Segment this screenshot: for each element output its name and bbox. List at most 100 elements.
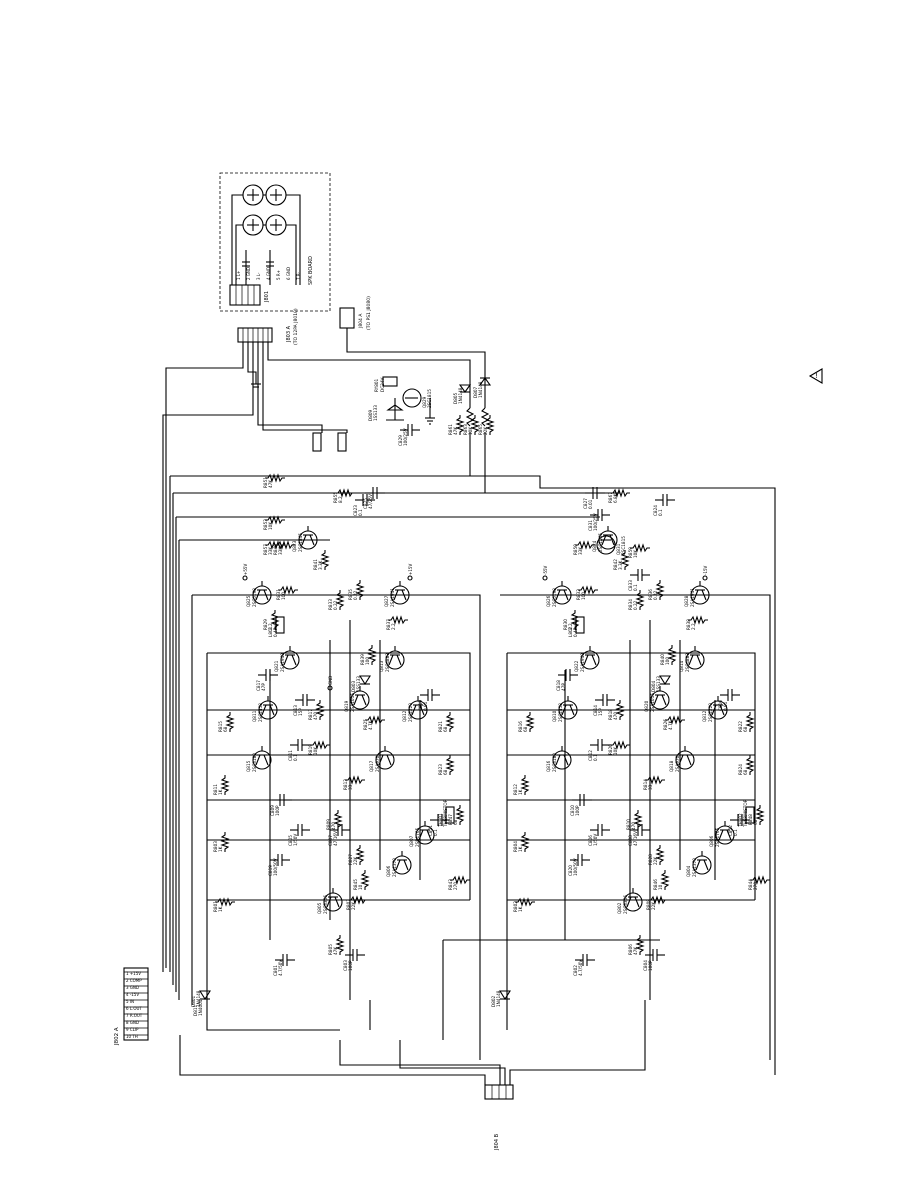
ch-b-resistor-val: 100 xyxy=(581,592,586,600)
ch-a-resistor-val: 33 xyxy=(348,784,353,790)
spk-pin-label: 1 L+ xyxy=(236,271,241,280)
prot-resistor-val: 33K xyxy=(268,547,273,555)
ch-a-resistor-val: 0.22 xyxy=(353,590,358,600)
ch-a-resistor-val: 100 xyxy=(281,592,286,600)
ch-a-resistor-ref: R811 xyxy=(213,784,218,795)
ch-a-resistor-val: 2.2 xyxy=(391,623,396,630)
prot-capacitor-val: 0.01 xyxy=(588,499,593,509)
ch-b-transistor-part: 2SA970 xyxy=(675,755,680,772)
ch-a-resistor-ref: R807 xyxy=(346,899,351,910)
ch-a-capacitor-ref: C809 xyxy=(270,805,275,816)
ch-b-resistor-val: 3.3K xyxy=(618,560,623,570)
supply-terminal xyxy=(407,575,413,581)
ch-b-transistor-part: 2SC4883 xyxy=(685,653,690,672)
ch-a-capacitor-ref: C817 xyxy=(256,680,261,691)
ch-b-part-ref: L802 xyxy=(568,626,573,637)
ch-a-capacitor-val: 0.1 xyxy=(293,754,298,761)
ch-a-resistor-ref: R821 xyxy=(438,721,443,732)
ch-a-transistor-ref: Q825 xyxy=(246,595,251,607)
ch-a-resistor-val: 10 xyxy=(358,884,363,890)
ch-b-resistor-ref: R804 xyxy=(513,841,518,852)
ch-b-capacitor-val: 0.1 xyxy=(733,829,738,836)
ch-b-capacitor-val: 4.7/50V xyxy=(578,960,583,976)
ch-a-resistor-val: 2.2 xyxy=(268,623,273,630)
prot-diode-ref: D809 xyxy=(368,409,373,421)
ch-a-part-ref: L801 xyxy=(268,626,273,637)
ch-b-resistor-val: 4.7K xyxy=(668,720,673,730)
ch-b-resistor-ref: R840 xyxy=(660,654,665,665)
ch-b-resistor-ref: R814 xyxy=(643,779,648,790)
j804a-note: (TO PS1 J8080) xyxy=(366,296,372,330)
supply-terminal xyxy=(702,575,708,581)
prot-capacitor-val: 47/25V xyxy=(368,494,373,509)
j802a-pin-label: 6 L.OUT xyxy=(126,1006,142,1011)
prot-resistor-val: 10K xyxy=(268,522,273,530)
ch-a-capacitor-ref: C821 xyxy=(428,825,433,836)
ch-a-capacitor-ref: C803 xyxy=(343,960,348,971)
ch-a-part-ref: TH801 xyxy=(438,813,443,828)
ch-b-resistor-ref: R802 xyxy=(513,901,518,912)
ch-a-capacitor-val: 0.1 xyxy=(358,509,363,516)
j802a-pin-label: 8 GND xyxy=(126,1020,139,1025)
prot-capacitor-ref: C833 xyxy=(628,580,633,591)
ch-a-capacitor-ref: C805 xyxy=(288,835,293,846)
ch-b-transistor-part: 2SC3356 xyxy=(623,895,628,914)
ch-b-capacitor-val: 47P xyxy=(561,683,566,691)
ch-a-transistor-part: 2SA1941 xyxy=(390,588,395,607)
ch-a-transistor-ref: Q815 xyxy=(246,760,251,772)
ch-b-resistor-ref: R836 xyxy=(648,589,653,600)
ch-a-transistor-ref: Q812 xyxy=(402,710,407,722)
ch-a-resistor-ref: R849 xyxy=(273,544,278,555)
j803a-note: (TO 12PA J8010) xyxy=(293,308,299,345)
ch-a-resistor-val: 68 xyxy=(443,769,448,775)
prot-capacitor-ref: C827 xyxy=(583,498,588,509)
prot-diode-ref: D807 xyxy=(473,386,478,398)
ch-b-resistor-ref: R818 xyxy=(608,709,613,720)
ch-b-resistor-ref: R848 xyxy=(748,814,753,825)
j802a-pin-label: 2 COMP xyxy=(126,978,142,983)
prot-transistor-part: 2SC1815 xyxy=(621,536,626,555)
ch-b-resistor-val: 68 xyxy=(743,726,748,732)
ch-a-transistor-part: 2SD1765 xyxy=(415,827,420,847)
ch-b-resistor-val: 2.2 xyxy=(568,623,573,630)
spk-pin-label: 4 GND xyxy=(266,267,271,280)
ch-a-resistor-ref: R801 xyxy=(213,901,218,912)
ch-a-transistor-part: 2SA1940 xyxy=(280,653,285,672)
spk-pin-label: 2 GND xyxy=(246,267,251,280)
